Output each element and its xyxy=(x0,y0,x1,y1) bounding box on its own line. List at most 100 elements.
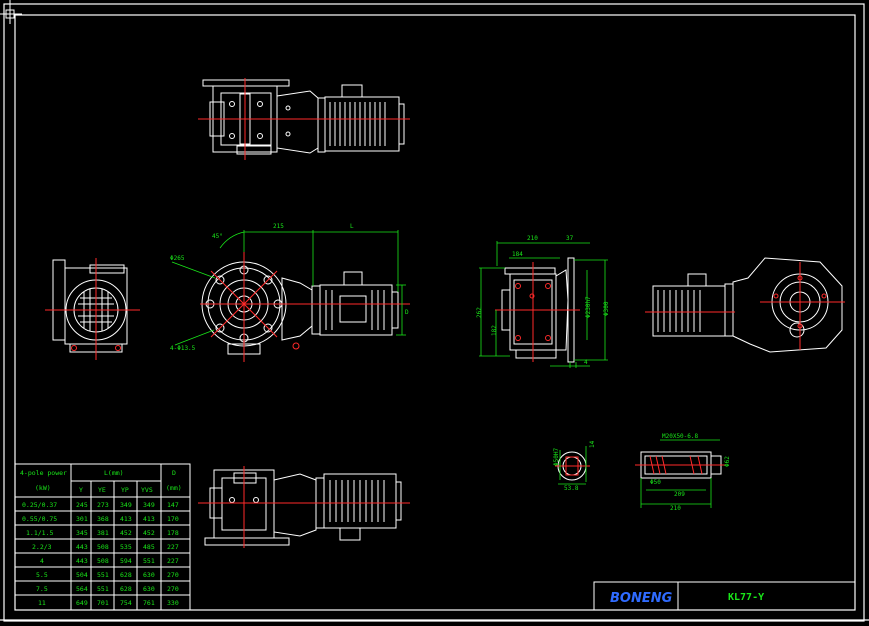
dim-d50-label: Φ50 xyxy=(650,479,661,486)
table-row: 0.25/0.37 245 273 349 349 147 xyxy=(22,501,179,509)
svg-text:628: 628 xyxy=(120,571,132,579)
svg-text:630: 630 xyxy=(143,571,155,579)
svg-text:761: 761 xyxy=(143,599,155,607)
table-row: 2.2/3 443 508 535 485 227 xyxy=(32,543,179,551)
left-end-view xyxy=(45,258,140,360)
svg-text:443: 443 xyxy=(76,557,88,565)
dim-53-label: 53.8 xyxy=(564,485,579,492)
hollow-shaft-sleeve xyxy=(635,439,726,508)
svg-text:413: 413 xyxy=(143,515,155,523)
dim-215-label: 215 xyxy=(273,223,284,230)
inner-frame xyxy=(14,14,856,611)
dim-D-label: D xyxy=(405,309,409,316)
svg-text:178: 178 xyxy=(167,529,179,537)
bottom-view-gearmotor xyxy=(198,466,410,548)
title-block: BONENG KL77-Y xyxy=(593,581,856,611)
svg-text:170: 170 xyxy=(167,515,179,523)
table-header-L: L(mm) xyxy=(104,469,124,477)
table-row: 0.55/0.75 301 368 413 413 170 xyxy=(22,515,179,523)
svg-text:535: 535 xyxy=(120,543,132,551)
top-view-gearmotor xyxy=(198,78,410,160)
front-view-labels: 45° Φ265 215 L 4-Φ13.5 D xyxy=(170,223,409,352)
side-view-labels: 210 37 184 262 182 Φ230h7 Φ300 4 xyxy=(476,235,610,366)
table-row: 7.5 564 551 628 630 270 xyxy=(36,585,179,593)
table-header-power-unit: (kW) xyxy=(35,484,51,492)
table-subheader-Y: Y xyxy=(79,486,83,494)
svg-text:368: 368 xyxy=(97,515,109,523)
svg-text:413: 413 xyxy=(120,515,132,523)
table-row: 1.1/1.5 345 381 452 452 178 xyxy=(26,529,179,537)
dim-209-label: 209 xyxy=(674,491,685,498)
svg-text:452: 452 xyxy=(120,529,132,537)
dim-14-label: 14 xyxy=(589,440,596,448)
front-view-gearmotor xyxy=(171,230,410,362)
crosshair-cursor xyxy=(0,0,22,24)
svg-text:0.25/0.37: 0.25/0.37 xyxy=(22,501,57,509)
svg-text:2.2/3: 2.2/3 xyxy=(32,543,52,551)
svg-text:508: 508 xyxy=(97,557,109,565)
dim-37-label: 37 xyxy=(566,235,574,242)
svg-text:381: 381 xyxy=(97,529,109,537)
table-subheader-YE: YE xyxy=(98,486,106,494)
svg-text:349: 349 xyxy=(143,501,155,509)
svg-text:504: 504 xyxy=(76,571,88,579)
svg-text:11: 11 xyxy=(38,599,46,607)
table-subheader-YP: YP xyxy=(121,486,129,494)
svg-text:754: 754 xyxy=(120,599,132,607)
svg-text:649: 649 xyxy=(76,599,88,607)
svg-text:452: 452 xyxy=(143,529,155,537)
svg-text:594: 594 xyxy=(120,557,132,565)
table-row: 11 649 701 754 761 330 xyxy=(38,599,179,607)
table-row: 4 443 508 594 551 227 xyxy=(40,557,179,565)
dim-210-sleeve-label: 210 xyxy=(670,505,681,512)
svg-text:630: 630 xyxy=(143,585,155,593)
svg-text:0.55/0.75: 0.55/0.75 xyxy=(22,515,57,523)
table-subheader-YVS: YVS xyxy=(141,486,153,494)
dim-angle-label: 45° xyxy=(212,233,223,240)
svg-text:551: 551 xyxy=(143,557,155,565)
dim-210-label: 210 xyxy=(527,235,538,242)
outer-frame xyxy=(3,3,865,622)
dim-hole-diameter-label: Φ265 xyxy=(170,255,185,262)
brand-logo-text: BONENG xyxy=(610,591,673,606)
svg-text:345: 345 xyxy=(76,529,88,537)
shaft-section-labels: Φ50H7 14 53.8 xyxy=(553,440,596,492)
svg-text:551: 551 xyxy=(97,585,109,593)
svg-text:564: 564 xyxy=(76,585,88,593)
table-header-power: 4-pole power xyxy=(20,469,67,477)
svg-text:4: 4 xyxy=(40,557,44,565)
svg-text:270: 270 xyxy=(167,571,179,579)
svg-text:443: 443 xyxy=(76,543,88,551)
svg-text:508: 508 xyxy=(97,543,109,551)
svg-text:485: 485 xyxy=(143,543,155,551)
dim-230-label: Φ230h7 xyxy=(585,296,592,318)
model-code: KL77-Y xyxy=(728,592,764,603)
dim-keyway-label: Φ50H7 xyxy=(553,448,560,466)
dim-L-label: L xyxy=(350,223,354,230)
dim-d62-label: Φ62 xyxy=(724,456,731,467)
svg-text:5.5: 5.5 xyxy=(36,571,48,579)
svg-text:245: 245 xyxy=(76,501,88,509)
svg-text:7.5: 7.5 xyxy=(36,585,48,593)
dim-300-label: Φ300 xyxy=(603,301,610,316)
dim-262-label: 262 xyxy=(476,307,483,318)
svg-text:1.1/1.5: 1.1/1.5 xyxy=(26,529,53,537)
svg-text:147: 147 xyxy=(167,501,179,509)
svg-text:701: 701 xyxy=(97,599,109,607)
sleeve-labels: M20X50-6.8 209 210 Φ50 Φ62 xyxy=(650,433,731,512)
svg-text:330: 330 xyxy=(167,599,179,607)
svg-text:628: 628 xyxy=(120,585,132,593)
power-table: 4-pole power (kW) L(mm) D (mm) Y YE YP Y… xyxy=(14,463,191,611)
dim-184-label: 184 xyxy=(512,251,523,258)
svg-text:273: 273 xyxy=(97,501,109,509)
svg-text:551: 551 xyxy=(97,571,109,579)
right-view-gearmotor xyxy=(645,257,845,353)
svg-text:349: 349 xyxy=(120,501,132,509)
table-header-D: D xyxy=(172,469,176,477)
svg-text:227: 227 xyxy=(167,543,179,551)
dim-thread-label: M20X50-6.8 xyxy=(662,433,699,440)
svg-text:270: 270 xyxy=(167,585,179,593)
table-row: 5.5 504 551 628 630 270 xyxy=(36,571,179,579)
dim-182-label: 182 xyxy=(491,325,498,336)
